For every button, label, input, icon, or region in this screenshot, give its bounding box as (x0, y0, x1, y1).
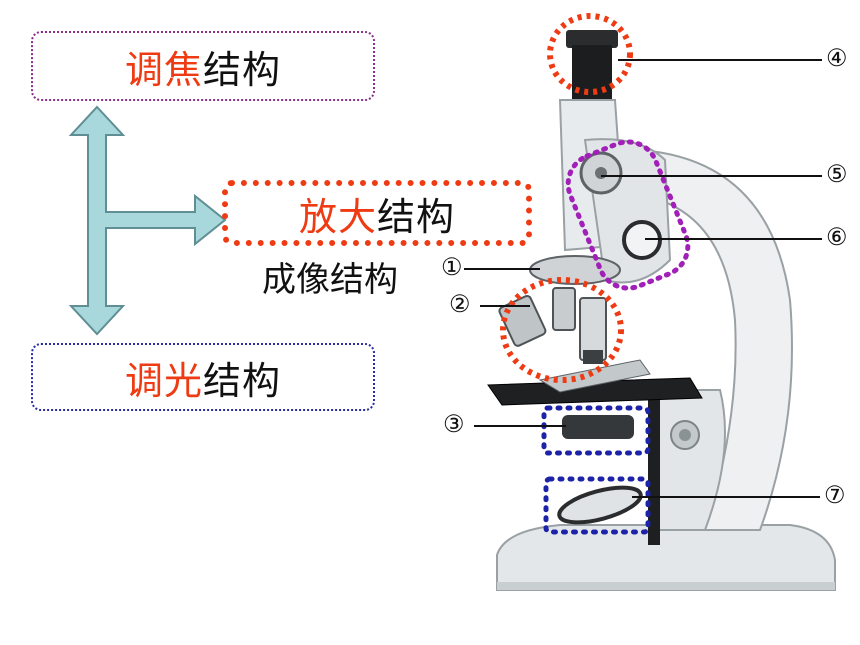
leader-lines (464, 59, 822, 498)
t-arrow (68, 105, 227, 336)
marker-7: ⑦ (824, 481, 846, 509)
diaphragm-highlight (541, 405, 651, 456)
light-structure-box: 调光结构 (31, 343, 375, 411)
focus-label-highlight: 调焦 (124, 47, 203, 92)
focus-knob-highlight (565, 139, 691, 291)
light-label-rest: 结构 (203, 358, 282, 403)
magnify-structure-box: 放大结构 (222, 180, 532, 246)
eyepiece-highlight (547, 13, 633, 95)
marker-6: ⑥ (826, 223, 848, 251)
imaging-structure-label: 成像结构 (262, 260, 398, 300)
marker-4: ④ (826, 44, 848, 72)
marker-5: ⑤ (826, 160, 848, 188)
focus-label-rest: 结构 (203, 47, 282, 92)
light-label-highlight: 调光 (124, 358, 203, 403)
focus-structure-box: 调焦结构 (31, 31, 375, 101)
marker-1: ① (441, 253, 463, 281)
marker-2: ② (449, 290, 471, 318)
mirror-highlight (543, 476, 651, 535)
microscope (487, 30, 836, 591)
magnify-label-rest: 结构 (377, 194, 456, 239)
objective-highlight (500, 277, 624, 383)
marker-3: ③ (443, 410, 465, 438)
magnify-label-highlight: 放大 (298, 194, 377, 239)
